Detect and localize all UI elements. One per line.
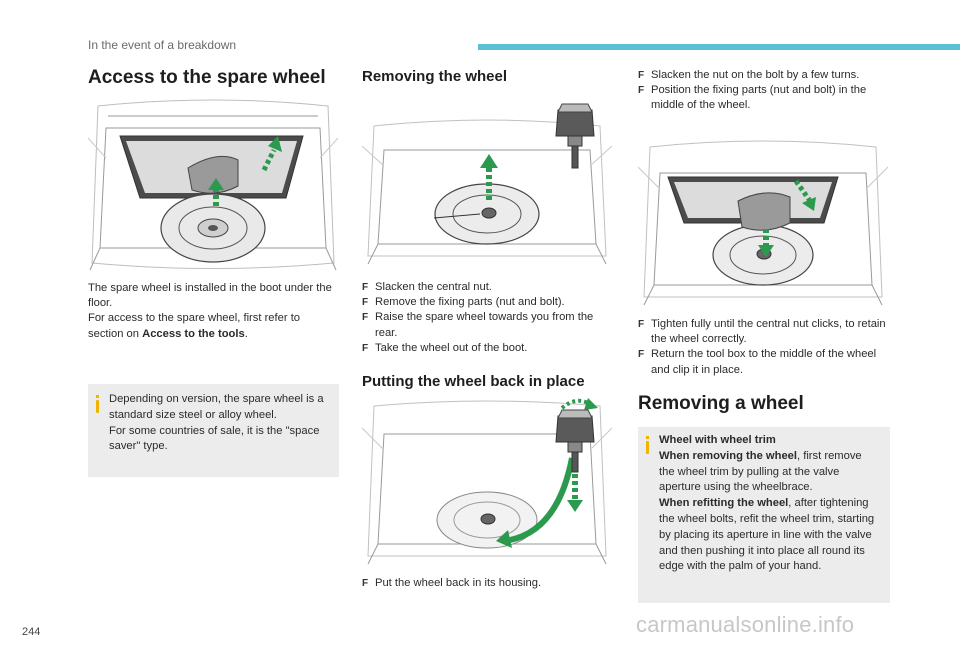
heading-putting-wheel-back: Putting the wheel back in place xyxy=(362,373,585,390)
note-line-2: For some countries of sale, it is the "s… xyxy=(109,424,320,453)
removing-wheel-illustration xyxy=(362,96,612,266)
access-tools-reference: Access to the tools xyxy=(142,327,245,340)
wheel-trim-heading: Wheel with wheel trim xyxy=(659,434,776,446)
info-note-wheel-trim: Wheel with wheel trim When removing the … xyxy=(638,427,890,603)
section-header-bar xyxy=(478,44,960,50)
intro-line-2: For access to the spare wheel, first ref… xyxy=(88,312,301,340)
spare-wheel-intro: The spare wheel is installed in the boot… xyxy=(88,281,338,342)
intro-line-1: The spare wheel is installed in the boot… xyxy=(88,282,332,310)
wheel-trim-refitting: When refitting the wheel, after tighteni… xyxy=(659,497,875,573)
watermark-text: carmanualsonline.info xyxy=(636,612,855,637)
note-line-1: Depending on version, the spare wheel is… xyxy=(109,393,324,421)
page-number: 244 xyxy=(22,626,41,638)
heading-access-spare-wheel: Access to the spare wheel xyxy=(88,67,326,88)
info-note-spare-version: Depending on version, the spare wheel is… xyxy=(88,384,339,477)
heading-removing-wheel: Removing the wheel xyxy=(362,68,508,85)
boot-open-floor-illustration xyxy=(88,98,338,273)
putting-wheel-back-illustration xyxy=(362,398,612,566)
heading-removing-a-wheel: Removing a wheel xyxy=(638,393,804,414)
wheel-trim-removing: When removing the wheel, first remove th… xyxy=(659,449,862,494)
closing-floor-illustration xyxy=(638,137,888,307)
section-header: In the event of a breakdown xyxy=(88,38,237,52)
